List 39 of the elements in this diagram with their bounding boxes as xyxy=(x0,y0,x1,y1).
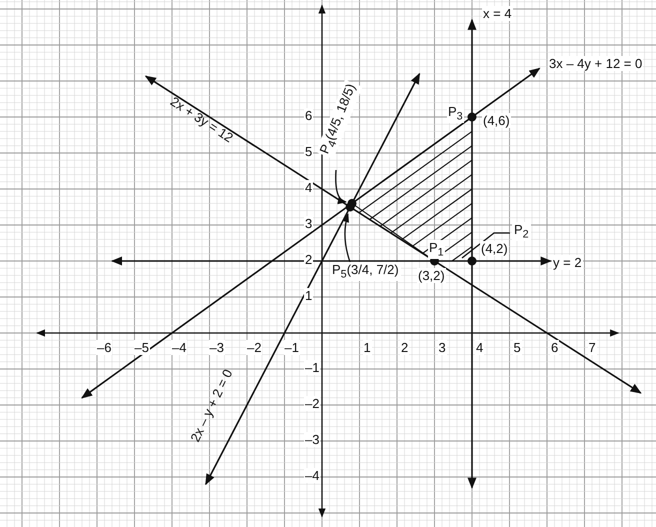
axis-tick-label: –2 xyxy=(304,396,320,411)
point-marker xyxy=(346,202,355,212)
point-label: P$_{1}$ xyxy=(428,240,445,259)
coordinate-label: (3,2) xyxy=(417,268,446,283)
axis-tick-label: –6 xyxy=(96,340,112,355)
axis-tick-label: 3 xyxy=(304,216,314,231)
line-label: 2x + 3y = 12 xyxy=(168,94,236,146)
axis-tick-label: 1 xyxy=(304,288,314,303)
axis-tick-label: –5 xyxy=(134,340,150,355)
leader-line xyxy=(462,232,510,259)
line-label: y = 2 xyxy=(552,255,583,270)
line-label: 2x – y + 2 = 0 xyxy=(187,366,236,444)
leader-line xyxy=(335,170,347,204)
line-label: x = 4 xyxy=(482,6,513,21)
axis-tick-label: 6 xyxy=(550,340,560,355)
axis-tick-label: –3 xyxy=(208,340,225,355)
axis-tick-label: –2 xyxy=(246,340,262,355)
axis-tick-label: 3 xyxy=(438,340,447,355)
axis-tick-label: 5 xyxy=(304,144,314,159)
axis-tick-label: –1 xyxy=(304,360,320,375)
coordinate-label: (4,6) xyxy=(482,113,511,128)
axis-tick-label: 1 xyxy=(362,340,372,355)
axis-tick-label: 4 xyxy=(475,340,484,355)
axis-tick-label: 4 xyxy=(304,180,314,195)
axis-tick-label: 5 xyxy=(512,340,522,355)
axis-tick-label: 6 xyxy=(304,108,314,123)
line-label: 3x – 4y + 12 = 0 xyxy=(548,56,644,71)
axis-tick-label: 7 xyxy=(588,340,597,355)
axis-tick-label: 2 xyxy=(400,340,410,355)
point-label: P$_{5}$(3/4, 7/2) xyxy=(330,262,401,281)
axis-tick-label: –1 xyxy=(284,340,300,355)
point-label: P$_{3}$ xyxy=(447,104,464,123)
axis-tick-label: –4 xyxy=(171,340,188,355)
axis-tick-label: 2 xyxy=(304,252,314,267)
leader-line xyxy=(342,213,351,262)
coordinate-label: (4,2) xyxy=(480,241,509,256)
axis-tick-label: –4 xyxy=(304,468,320,483)
point-label: P$_{2}$ xyxy=(512,222,531,241)
axis-tick-label: –3 xyxy=(304,432,320,447)
